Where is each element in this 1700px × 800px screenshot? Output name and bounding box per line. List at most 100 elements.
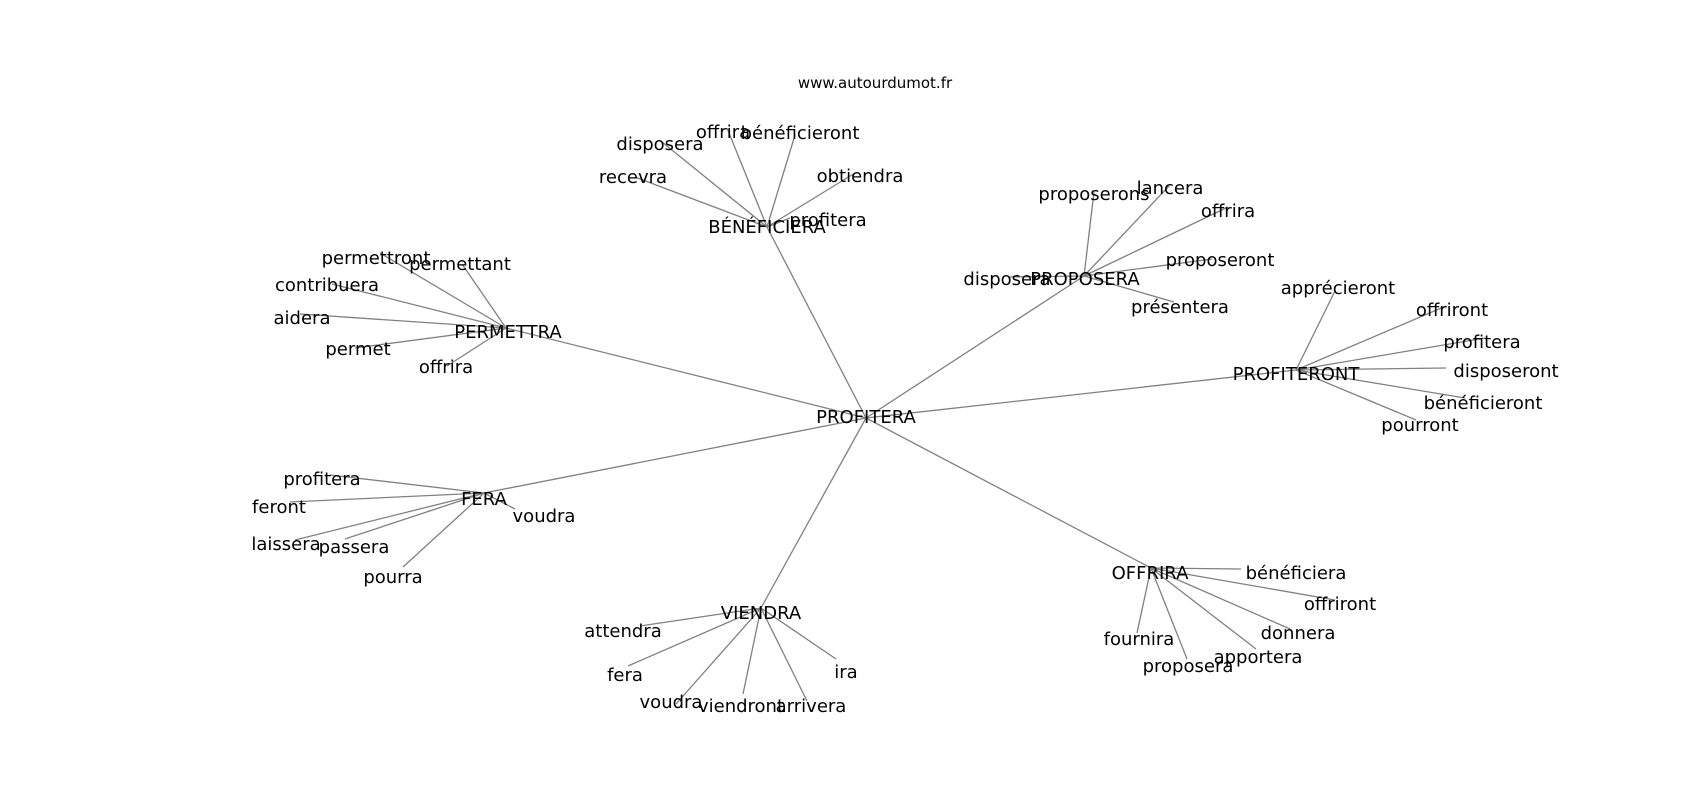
edge-hub-leaf xyxy=(661,141,768,228)
leaf-node: feront xyxy=(252,497,306,518)
leaf-node: ira xyxy=(834,662,857,683)
edge-hub-leaf xyxy=(483,492,516,510)
edge-hub-leaf xyxy=(1150,567,1336,601)
edge-center-hub xyxy=(505,327,867,419)
leaf-node: arrivera xyxy=(776,696,847,717)
leaf-node: donnera xyxy=(1261,623,1336,644)
edge-hub-leaf xyxy=(742,607,762,695)
leaf-node: voudra xyxy=(640,692,703,713)
leaf-node: contribuera xyxy=(275,275,379,296)
edge-hub-leaf xyxy=(299,313,507,329)
edge-hub-leaf xyxy=(1150,567,1291,630)
hub-node: PROPOSERA xyxy=(1030,269,1140,290)
hub-node: FERA xyxy=(461,489,508,510)
edge-hub-leaf xyxy=(634,176,768,228)
edge-hub-leaf xyxy=(294,492,485,541)
leaf-node: permet xyxy=(325,339,390,360)
leaf-node: présentera xyxy=(1131,297,1229,318)
leaf-node: permettront xyxy=(322,248,431,269)
edge-hub-leaf xyxy=(1083,191,1095,277)
edge-center-hub xyxy=(483,417,867,494)
center-node: PROFITERA xyxy=(816,407,916,428)
leaf-node: fournira xyxy=(1104,629,1175,650)
hub-node: BÉNÉFICIERA xyxy=(708,216,826,238)
leaf-node: passera xyxy=(319,537,390,558)
edge-hub-leaf xyxy=(1295,305,1447,371)
edge-hub-leaf xyxy=(1083,258,1213,277)
leaf-node: profitera xyxy=(283,469,360,490)
edge-hub-leaf xyxy=(329,474,485,494)
edge-hub-leaf xyxy=(446,327,507,367)
leaf-node: pourront xyxy=(1381,415,1458,436)
hub-node: OFFRIRA xyxy=(1112,563,1189,584)
edge-hub-leaf xyxy=(1083,185,1170,277)
leaf-node: voudra xyxy=(513,506,576,527)
edge-hub-leaf xyxy=(1295,290,1336,371)
graph-labels: www.autourdumot.fr BÉNÉFICIERA recevra dis… xyxy=(251,74,1558,717)
edge-center-hub xyxy=(760,417,867,609)
edge-center-hub xyxy=(766,226,867,419)
leaf-node: offrira xyxy=(419,357,473,378)
edge-hub-leaf xyxy=(675,607,762,705)
leaf-node: disposeront xyxy=(1453,361,1558,382)
edge-hub-leaf xyxy=(1150,567,1257,650)
leaf-node: lancera xyxy=(1137,178,1204,199)
leaf-node: disposera xyxy=(616,134,703,155)
leaf-node: bénéficieront xyxy=(1424,393,1543,414)
edge-hub-leaf xyxy=(289,492,485,503)
hub-node: PROFITERONT xyxy=(1233,364,1361,385)
edge-hub-leaf xyxy=(766,172,856,228)
edge-center-hub xyxy=(865,275,1085,419)
leaf-node: fera xyxy=(607,665,643,686)
edge-hub-leaf xyxy=(1295,337,1486,371)
leaf-node: proposerons xyxy=(1038,184,1149,205)
leaf-node: bénéficiera xyxy=(1246,563,1347,584)
leaf-node: offriront xyxy=(1304,594,1376,615)
leaf-node: offrira xyxy=(1201,201,1255,222)
leaf-node: profitera xyxy=(1443,332,1520,353)
edge-hub-leaf xyxy=(1083,275,1175,303)
edge-hub-leaf xyxy=(726,127,768,228)
leaf-node: profitera xyxy=(789,210,866,231)
edge-hub-leaf xyxy=(461,263,507,329)
edge-hub-leaf xyxy=(1150,567,1188,660)
edge-hub-leaf xyxy=(354,327,507,349)
leaf-node: offriront xyxy=(1416,300,1488,321)
edge-hub-leaf xyxy=(1136,567,1152,634)
edge-hub-leaf xyxy=(1295,369,1417,421)
edge-hub-leaf xyxy=(627,607,762,667)
leaf-node: attendra xyxy=(584,621,661,642)
leaf-node: proposeront xyxy=(1166,250,1275,271)
site-url: www.autourdumot.fr xyxy=(798,74,953,92)
edge-hub-leaf xyxy=(760,607,837,660)
leaf-node: disposera xyxy=(963,269,1050,290)
edge-hub-leaf xyxy=(402,492,485,568)
leaf-node: apportera xyxy=(1214,647,1303,668)
edge-hub-leaf xyxy=(1083,206,1229,277)
leaf-node: aidera xyxy=(274,308,331,329)
hub-node: VIENDRA xyxy=(721,603,802,624)
graph-edges xyxy=(289,127,1486,705)
edge-hub-leaf xyxy=(1009,275,1085,278)
leaf-node: bénéficieront xyxy=(741,123,860,144)
edge-hub-leaf xyxy=(766,134,796,228)
leaf-node: pourra xyxy=(363,567,422,588)
hub-node: PERMETTRA xyxy=(454,322,562,343)
edge-hub-leaf xyxy=(344,492,485,540)
leaf-node: viendront xyxy=(698,696,784,717)
leaf-node: laissera xyxy=(251,534,320,555)
leaf-node: recevra xyxy=(599,167,667,188)
edge-hub-leaf xyxy=(1295,367,1447,371)
edge-hub-leaf xyxy=(766,217,791,228)
leaf-node: proposera xyxy=(1143,656,1234,677)
edge-hub-leaf xyxy=(1295,369,1466,399)
edge-hub-leaf xyxy=(379,252,507,329)
edge-hub-leaf xyxy=(760,607,808,702)
leaf-node: apprécieront xyxy=(1281,278,1395,299)
leaf-node: obtiendra xyxy=(817,166,904,187)
edge-center-hub xyxy=(865,369,1297,419)
leaf-node: offrira xyxy=(696,122,750,143)
edge-hub-leaf xyxy=(1150,567,1242,570)
leaf-node: permettant xyxy=(409,254,511,275)
